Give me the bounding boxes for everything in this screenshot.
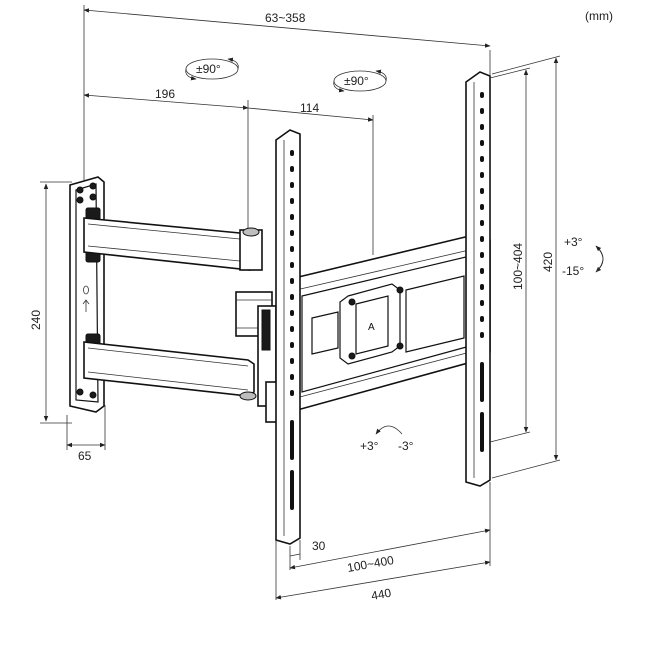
level-indicator: +3° -3° (360, 425, 414, 453)
units-label: (mm) (585, 9, 613, 23)
extension-arm: A (285, 231, 491, 413)
dim-arm-offset-label: 114 (300, 101, 319, 115)
dim-bottom: 30 100~400 440 (275, 482, 491, 603)
dim-vesa-vertical-label: 100~404 (511, 243, 525, 290)
logo-mark: A (368, 322, 375, 333)
dim-bracket-height-label: 420 (541, 252, 555, 272)
right-rail (465, 71, 491, 487)
dim-pivot: 196 114 (83, 87, 374, 255)
left-rail (275, 129, 301, 545)
dim-wall-plate: 240 65 (29, 181, 106, 463)
lower-arm (83, 341, 257, 401)
dim-wall-plate-width-label: 65 (78, 449, 92, 463)
swivel-right-label: ±90° (344, 74, 369, 88)
dim-rail-gap-label: 30 (312, 539, 326, 553)
tilt-down-label: -15° (562, 264, 584, 278)
tilt-indicator: +3° -15° (562, 235, 604, 278)
dim-pivot-label: 196 (155, 87, 175, 101)
right-rail-slots (480, 92, 484, 452)
dim-wall-plate-height-label: 240 (29, 310, 43, 330)
swivel-left-label: ±90° (196, 62, 221, 76)
tilt-up-label: +3° (564, 235, 583, 249)
left-rail-slots (290, 150, 294, 510)
swivel-left-indicator: ±90° (185, 57, 239, 81)
dim-depth-range-label: 63~358 (265, 11, 306, 25)
dim-bracket-width-label: 440 (370, 586, 392, 603)
upper-arm (83, 217, 263, 271)
level-minus-label: -3° (398, 439, 414, 453)
level-plus-label: +3° (360, 439, 379, 453)
dim-right: 100~404 420 (489, 55, 561, 479)
dim-depth-range: 63~358 (83, 5, 491, 180)
swivel-right-indicator: ±90° (333, 69, 387, 93)
